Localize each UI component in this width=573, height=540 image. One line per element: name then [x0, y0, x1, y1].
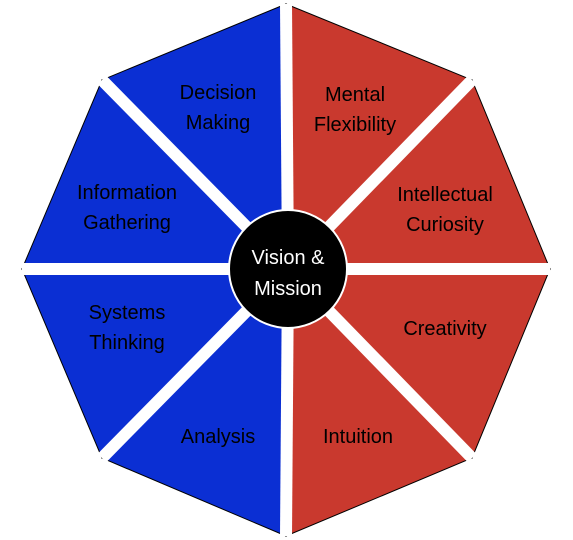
label-creativity-line-1: Creativity — [403, 318, 486, 340]
center-label-line-1: Vision & — [251, 247, 325, 269]
label-intellectual-curiosity-line-2: Curiosity — [406, 214, 484, 236]
label-information-gathering-line-2: Gathering — [83, 212, 171, 234]
label-systems-thinking-line-2: Thinking — [89, 332, 165, 354]
center-label-line-2: Mission — [254, 278, 322, 300]
label-mental-flexibility-line-1: Mental — [325, 84, 385, 106]
labels-layer: MentalFlexibilityIntellectualCuriosityCr… — [77, 82, 493, 448]
label-decision-making-line-2: Making — [186, 112, 250, 134]
center-hub: Vision & Mission — [228, 209, 348, 329]
label-intellectual-curiosity-line-1: Intellectual — [397, 184, 493, 206]
label-mental-flexibility-line-2: Flexibility — [314, 114, 396, 136]
label-systems-thinking-line-1: Systems — [89, 302, 166, 324]
center-circle — [228, 209, 348, 329]
label-decision-making-line-1: Decision — [180, 82, 257, 104]
label-intuition-line-1: Intuition — [323, 426, 393, 448]
label-analysis-line-1: Analysis — [181, 426, 255, 448]
label-information-gathering-line-1: Information — [77, 182, 177, 204]
